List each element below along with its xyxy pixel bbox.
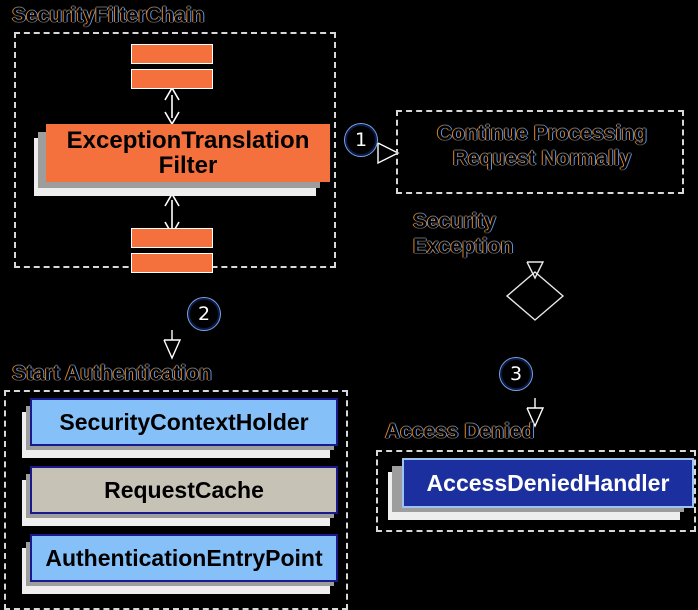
authentication-entry-point-box: AuthenticationEntryPoint [30,534,338,582]
step-number-1: 1 [345,124,377,156]
group-label-start-authentication: Start Authentication [12,362,212,385]
group-access-denied [376,450,696,532]
arrow-to-continue-processing [377,142,400,165]
continue-processing-line2: Request Normally [452,146,632,170]
arrow-to-start-authentication [163,330,182,360]
node-filter-bottom-1[interactable] [131,228,213,248]
security-exception-diamond [505,261,565,321]
node-label-line2: Filter [158,152,218,179]
filter-bar [131,69,213,89]
node-security-context-holder[interactable]: SecurityContextHolder [16,398,338,460]
continue-processing-line1: Continue Processing [436,122,648,145]
node-filter-top-2[interactable] [131,69,213,89]
step-number-3: 3 [500,358,532,390]
label-security-exception: Security Exception [413,210,513,260]
node-access-denied-handler[interactable]: AccessDeniedHandler [382,458,694,524]
filter-bar [131,228,213,248]
filter-bar [131,44,213,64]
group-start-authentication [4,390,348,610]
group-continue-processing [396,110,684,194]
node-exception-translation-filter[interactable]: ExceptionTranslation Filter [28,124,330,196]
security-context-holder-box: SecurityContextHolder [30,398,338,446]
security-exception-line1: Security [413,210,496,233]
node-request-cache[interactable]: RequestCache [16,466,338,528]
node-filter-bottom-2[interactable] [131,253,213,273]
exception-translation-filter-box: ExceptionTranslation Filter [46,124,330,182]
group-label-access-denied: Access Denied [385,420,535,443]
group-label-security-filter-chain: SecurityFilterChain [12,4,205,27]
access-denied-handler-box: AccessDeniedHandler [402,458,694,508]
node-label-line1: ExceptionTranslation [66,126,310,154]
label-continue-processing: Continue Processing Request Normally [414,122,670,172]
security-exception-line2: Exception [413,234,514,258]
request-cache-box: RequestCache [30,466,338,514]
node-filter-top-1[interactable] [131,44,213,64]
node-authentication-entry-point[interactable]: AuthenticationEntryPoint [16,534,338,596]
step-number-2: 2 [188,298,220,330]
filter-bar [131,253,213,273]
